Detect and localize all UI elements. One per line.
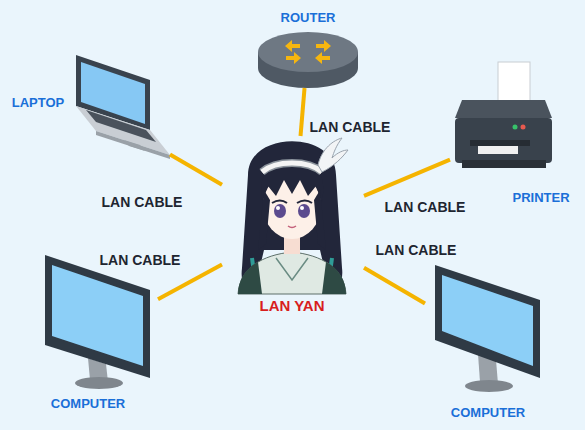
character-dress [238, 252, 346, 294]
laptop-edge [96, 131, 170, 159]
printer-node: PRINTER [450, 55, 578, 210]
printer-led [513, 125, 518, 130]
printer-tray [462, 160, 546, 168]
character-eye [298, 204, 310, 218]
node-label: ROUTER [281, 11, 336, 24]
headband [262, 163, 322, 172]
printer-led [521, 125, 526, 130]
character-mouth [288, 226, 296, 228]
router-arrow [315, 52, 330, 64]
lan-cable [364, 268, 425, 304]
cable-label: LAN CABLE [100, 253, 181, 267]
router-arrow [285, 40, 300, 52]
node-label: COMPUTER [51, 397, 125, 410]
printer-output [478, 146, 518, 154]
character-lock [314, 190, 326, 250]
router-node: ROUTER [250, 5, 366, 88]
computer-icon [435, 265, 540, 392]
printer-top [455, 100, 552, 118]
character-shoulder [322, 262, 346, 294]
computer-node: COMPUTER [425, 262, 555, 422]
cable-label: LAN CABLE [310, 120, 391, 134]
laptop-icon [76, 55, 170, 159]
router-top [258, 32, 358, 72]
lan-cable [301, 88, 305, 136]
cable-label: LAN CABLE [376, 243, 457, 257]
lan-cable [158, 265, 222, 300]
character-node: LAN YAN [222, 136, 364, 316]
node-label: COMPUTER [451, 406, 525, 419]
laptop-keyboard [86, 110, 156, 142]
printer-slot [470, 140, 530, 146]
monitor-frame [45, 255, 150, 378]
computer-node: COMPUTER [30, 252, 158, 416]
eye-highlight [300, 206, 304, 210]
laptop-base [76, 106, 170, 155]
laptop-touchpad [124, 140, 145, 151]
router-arrow [286, 52, 301, 64]
character-lock [258, 190, 270, 250]
cable-label: LAN CABLE [385, 200, 466, 214]
dress-collar [276, 258, 308, 280]
character-shoulder [238, 262, 262, 294]
monitor-screen [52, 265, 143, 366]
node-label: LAPTOP [12, 96, 65, 109]
lan-cable [364, 160, 450, 196]
printer-body [455, 118, 552, 163]
eyelash [297, 201, 312, 204]
router-arrow [316, 40, 331, 52]
headband-edge [262, 163, 322, 172]
node-label: LAN YAN [259, 298, 324, 313]
character-eye [274, 204, 286, 218]
laptop-node: LAPTOP [8, 50, 170, 165]
computer-icon [45, 255, 150, 389]
node-label: PRINTER [512, 191, 569, 204]
character-bangs [261, 160, 323, 202]
monitor-screen [442, 275, 533, 366]
cable-label: LAN CABLE [102, 195, 183, 209]
lan-cable [170, 155, 222, 185]
wing-ornament [318, 138, 348, 172]
printer-icon [455, 62, 552, 168]
character-illustration [238, 138, 348, 294]
monitor-frame [435, 265, 540, 378]
router-icon [258, 32, 358, 88]
eye-highlight [276, 206, 280, 210]
eyelash [272, 201, 287, 204]
monitor-base [75, 377, 123, 389]
monitor-base [465, 380, 513, 392]
